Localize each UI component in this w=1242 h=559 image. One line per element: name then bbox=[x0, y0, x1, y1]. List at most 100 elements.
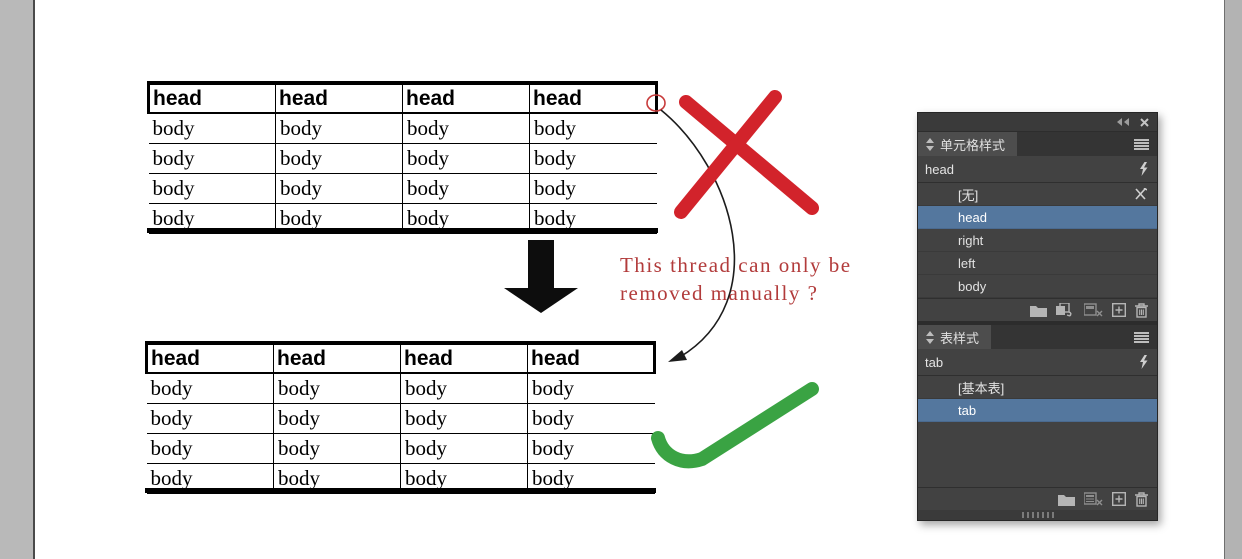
table-style-item-basic[interactable]: [基本表] bbox=[918, 376, 1157, 399]
annotation-note-line1: This thread can only be bbox=[620, 253, 852, 277]
head-cell: head bbox=[275, 83, 403, 114]
delete-style-icon[interactable] bbox=[1135, 302, 1148, 318]
tab-table-styles[interactable]: 表样式 bbox=[918, 325, 992, 349]
body-cell: body bbox=[402, 143, 530, 174]
red-cross-annotation bbox=[679, 95, 819, 215]
applied-cell-style-label: head bbox=[925, 161, 954, 177]
style-item-label: right bbox=[958, 232, 984, 248]
table-style-list-empty-area bbox=[918, 422, 1157, 487]
quick-apply-lightning-icon[interactable] bbox=[1139, 355, 1148, 369]
body-cell: body bbox=[527, 403, 655, 434]
collapse-panels-icon[interactable] bbox=[1117, 118, 1130, 126]
table-styles-tabrow: 表样式 bbox=[918, 325, 1157, 349]
body-cell: body bbox=[148, 113, 276, 144]
thread-curve-annotation bbox=[660, 109, 736, 358]
panel-bottom-bar bbox=[918, 510, 1157, 520]
table-styles-panel: 表样式 tab [基本表] tab bbox=[918, 325, 1157, 510]
table-style-item-tab[interactable]: tab bbox=[918, 399, 1157, 422]
body-cell: body bbox=[146, 403, 274, 434]
close-panel-icon[interactable] bbox=[1140, 117, 1149, 127]
tab-label: 表样式 bbox=[940, 330, 980, 346]
body-cell: body bbox=[527, 433, 655, 464]
table-styles-toolbar bbox=[918, 487, 1157, 510]
head-cell: head bbox=[402, 83, 530, 114]
body-cell: body bbox=[273, 433, 401, 464]
body-cell: body bbox=[400, 373, 528, 404]
panel-collapse-icon bbox=[926, 137, 934, 151]
panel-resize-grip[interactable] bbox=[1021, 512, 1054, 518]
cell-style-item-right[interactable]: right bbox=[918, 229, 1157, 252]
body-cell: body bbox=[527, 373, 655, 404]
panel-menu-icon[interactable] bbox=[1134, 331, 1149, 343]
table-style-list: [基本表] tab bbox=[918, 376, 1157, 422]
head-cell: head bbox=[400, 343, 528, 374]
tab-cell-styles[interactable]: 单元格样式 bbox=[918, 132, 1018, 156]
new-style-icon[interactable] bbox=[1112, 303, 1126, 317]
head-cell: head bbox=[145, 343, 274, 374]
original-table-bottom-rule bbox=[147, 228, 658, 233]
head-cell: head bbox=[147, 83, 276, 114]
tabrow-spacer bbox=[991, 325, 1157, 349]
body-cell: body bbox=[400, 403, 528, 434]
cell-style-item-left[interactable]: left bbox=[918, 252, 1157, 275]
body-cell: body bbox=[148, 143, 276, 174]
panel-titlebar bbox=[918, 113, 1157, 132]
head-cell: head bbox=[527, 343, 656, 374]
body-cell: body bbox=[275, 113, 403, 144]
styles-panel-group: 单元格样式 head [无] bbox=[917, 112, 1158, 521]
annotation-note-line2: removed manually ? bbox=[620, 281, 819, 305]
head-cell: head bbox=[529, 83, 658, 114]
style-group-folder-icon[interactable] bbox=[1058, 493, 1075, 506]
style-item-label: head bbox=[958, 209, 987, 225]
body-cell: body bbox=[273, 463, 401, 494]
quick-apply-lightning-icon[interactable] bbox=[1139, 162, 1148, 176]
panel-menu-icon[interactable] bbox=[1134, 138, 1149, 150]
body-cell: body bbox=[529, 173, 657, 204]
panel-divider bbox=[918, 321, 1157, 325]
style-item-label: [基本表] bbox=[958, 380, 1005, 396]
body-cell: body bbox=[529, 113, 657, 144]
clear-overrides-icon[interactable] bbox=[1084, 492, 1103, 506]
annotation-note: This thread can only be removed manually… bbox=[620, 251, 852, 307]
cell-styles-toolbar bbox=[918, 298, 1157, 321]
cell-style-item-none[interactable]: [无] bbox=[918, 183, 1157, 206]
applied-table-style-label: tab bbox=[925, 354, 944, 370]
cell-style-item-head[interactable]: head bbox=[918, 206, 1157, 229]
pasteboard-right-edge bbox=[1224, 0, 1242, 559]
result-table-bottom-rule bbox=[145, 488, 656, 493]
tabrow-spacer bbox=[1017, 132, 1157, 156]
red-cross-annotation bbox=[674, 90, 782, 219]
body-cell: body bbox=[273, 373, 401, 404]
body-cell: body bbox=[146, 433, 274, 464]
green-check-annotation bbox=[651, 382, 819, 469]
style-item-label: [无] bbox=[958, 187, 979, 203]
style-item-label: body bbox=[958, 278, 987, 294]
clear-overrides-icon[interactable] bbox=[1084, 303, 1103, 317]
redefine-style-icon[interactable] bbox=[1056, 303, 1075, 317]
body-cell: body bbox=[275, 173, 403, 204]
flow-down-arrowhead bbox=[504, 288, 578, 313]
delete-style-icon[interactable] bbox=[1135, 491, 1148, 507]
body-cell: body bbox=[148, 173, 276, 204]
body-cell: body bbox=[529, 143, 657, 174]
body-cell: body bbox=[146, 373, 274, 404]
body-cell: body bbox=[402, 113, 530, 144]
flow-down-arrow bbox=[528, 240, 554, 289]
body-cell: body bbox=[400, 433, 528, 464]
body-cell: body bbox=[273, 403, 401, 434]
break-link-icon bbox=[1134, 188, 1147, 200]
pasteboard-left-edge bbox=[0, 0, 35, 559]
new-style-icon[interactable] bbox=[1112, 492, 1126, 506]
applied-table-style-row: tab bbox=[918, 349, 1157, 376]
panel-collapse-icon bbox=[926, 330, 934, 344]
style-group-folder-icon[interactable] bbox=[1030, 304, 1047, 317]
style-item-label: left bbox=[958, 255, 976, 271]
thread-curve-arrowhead bbox=[668, 350, 687, 362]
style-item-label: tab bbox=[958, 402, 977, 418]
cell-styles-panel: 单元格样式 head [无] bbox=[918, 132, 1157, 321]
body-cell: body bbox=[275, 143, 403, 174]
cell-style-item-body[interactable]: body bbox=[918, 275, 1157, 298]
